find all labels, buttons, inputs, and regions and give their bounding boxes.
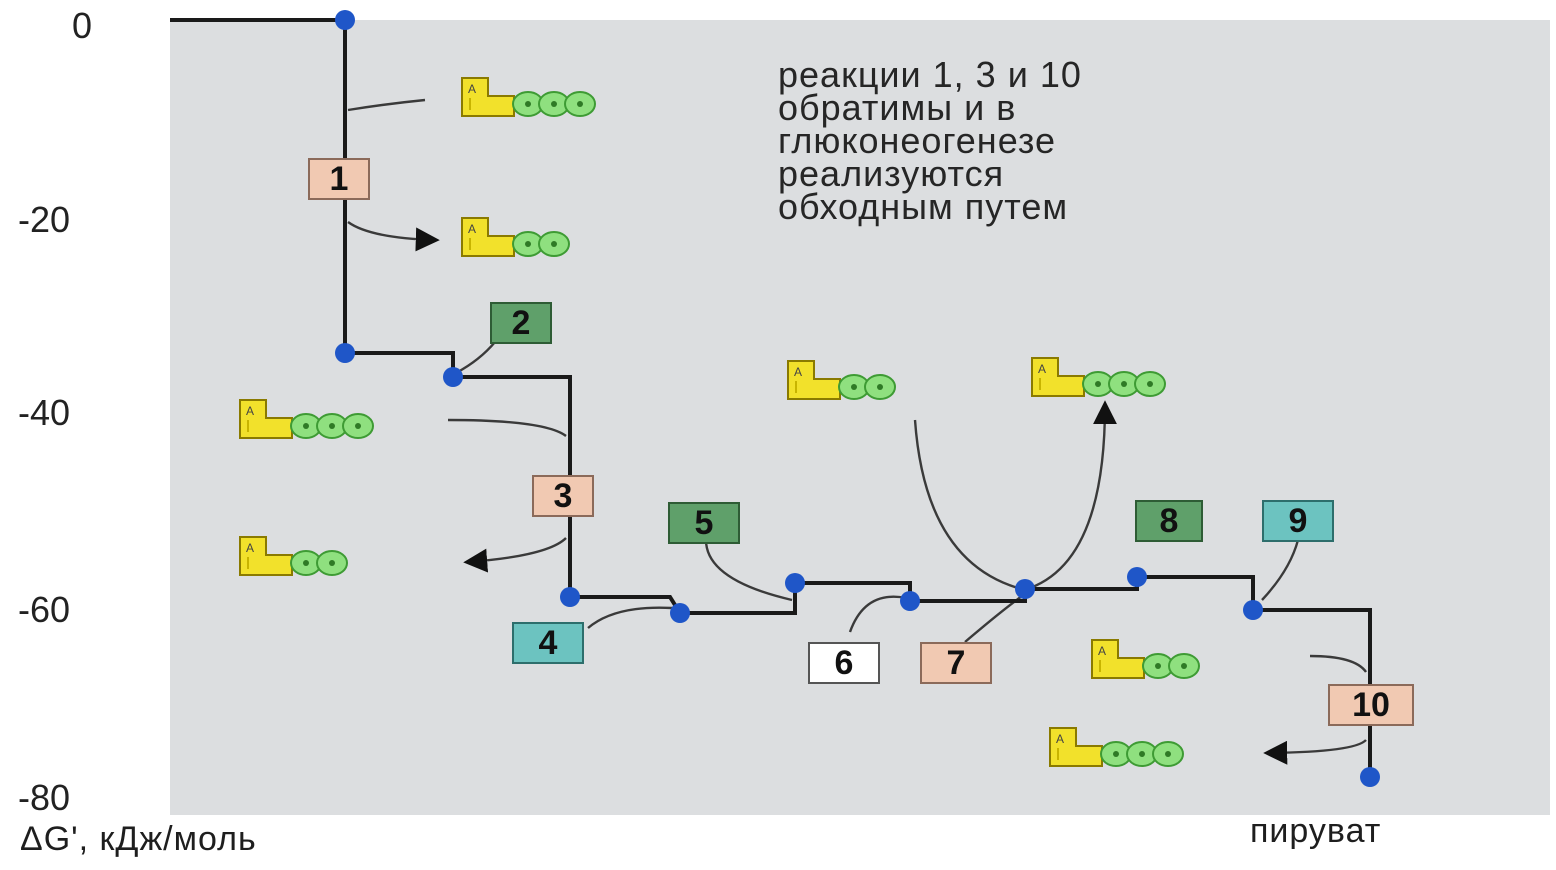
connector-step9 (1261, 539, 1300, 601)
adenosine-letter: A (1038, 362, 1046, 376)
step-10-box: 10 (1328, 684, 1414, 726)
molecule-icons: A A A A A A A A (239, 77, 1200, 767)
intermediate-node-6 (785, 573, 805, 593)
step-3-box: 3 (532, 475, 594, 517)
step-2-box: 2 (490, 302, 552, 344)
phosphate-dot (525, 101, 531, 107)
phosphate-dot (303, 560, 309, 566)
phosphate-dot (1113, 751, 1119, 757)
connector-step4 (587, 606, 673, 629)
atp-icon-step1: A (461, 77, 596, 117)
phosphate-dot (551, 241, 557, 247)
intermediate-node-5 (670, 603, 690, 623)
connector-step5 (704, 539, 793, 602)
phosphate-dot (1147, 381, 1153, 387)
adenosine-block (461, 217, 515, 257)
phosphate-dot (877, 384, 883, 390)
atp-icon-step10: A (1049, 727, 1184, 767)
phosphate-dot (525, 241, 531, 247)
adp-icon-step3: A (239, 536, 348, 576)
step-8-box: 8 (1135, 500, 1203, 542)
step-9-box: 9 (1262, 500, 1334, 542)
step-4-box: 4 (512, 622, 584, 664)
adenosine-letter: A (468, 82, 476, 96)
adp-icon-step7: A (787, 360, 896, 400)
intermediate-node-3 (443, 367, 463, 387)
y-tick-minus20: -20 (18, 199, 71, 240)
step-6-box: 6 (808, 642, 880, 684)
reversibility-note: реакции 1, 3 и 10 обратимы и в глюконеог… (778, 54, 1082, 227)
adenosine-block (239, 536, 293, 576)
y-tick-minus80: -80 (18, 777, 71, 818)
intermediate-node-4 (560, 587, 580, 607)
phosphate-dot (1155, 663, 1161, 669)
adenosine-letter: A (1056, 732, 1064, 746)
adenosine-block (787, 360, 841, 400)
adenosine-block (239, 399, 293, 439)
adenosine-letter: A (1098, 644, 1106, 658)
phosphate-dot (551, 101, 557, 107)
adenosine-block (1031, 357, 1085, 397)
step-7-box: 7 (920, 642, 992, 684)
atp-icon-step3: A (239, 399, 374, 439)
intermediate-node-8 (1015, 579, 1035, 599)
phosphate-dot (1121, 381, 1127, 387)
adenosine-letter: A (246, 541, 254, 555)
atp-icon-step7: A (1031, 357, 1166, 397)
phosphate-dot (1181, 663, 1187, 669)
phosphate-dot (577, 101, 583, 107)
pyruvate-label: пируват (1250, 812, 1382, 850)
adenosine-letter: A (246, 404, 254, 418)
adenosine-letter: A (468, 222, 476, 236)
intermediate-nodes (335, 10, 1380, 787)
intermediate-node-1 (335, 10, 355, 30)
adp-icon-step10: A (1091, 639, 1200, 679)
y-tick-minus60: -60 (18, 589, 71, 630)
arrow-step1-adp (347, 221, 440, 252)
phosphate-dot (303, 423, 309, 429)
step-1-box: 1 (308, 158, 370, 200)
intermediate-node-7 (900, 591, 920, 611)
connector-step7-adp (913, 419, 1019, 590)
phosphate-dot (1165, 751, 1171, 757)
y-axis-caption: ΔG', кДж/моль (20, 820, 257, 858)
adp-icon-step1: A (461, 217, 570, 257)
arrow-step10-atp (1263, 739, 1367, 765)
connector-curves (347, 98, 1367, 765)
intermediate-node-9 (1127, 567, 1147, 587)
intermediate-node-11 (1360, 767, 1380, 787)
arrow-step3-adp (463, 537, 567, 573)
intermediate-node-10 (1243, 600, 1263, 620)
arrow-step7-atp (1029, 400, 1117, 590)
adenosine-letter: A (794, 365, 802, 379)
y-tick-0: 0 (72, 5, 93, 46)
adenosine-block (1091, 639, 1145, 679)
y-tick-minus40: -40 (18, 392, 71, 433)
phosphate-dot (1095, 381, 1101, 387)
connector-step3-atp (447, 418, 567, 437)
phosphate-dot (329, 560, 335, 566)
phosphate-dot (1139, 751, 1145, 757)
adenosine-block (1049, 727, 1103, 767)
adenosine-block (461, 77, 515, 117)
phosphate-dot (355, 423, 361, 429)
connector-step10-adp (1309, 654, 1367, 673)
phosphate-dot (329, 423, 335, 429)
phosphate-dot (851, 384, 857, 390)
connector-step1-atp (347, 98, 426, 112)
intermediate-node-2 (335, 343, 355, 363)
connector-step6 (848, 595, 907, 633)
step-5-box: 5 (668, 502, 740, 544)
